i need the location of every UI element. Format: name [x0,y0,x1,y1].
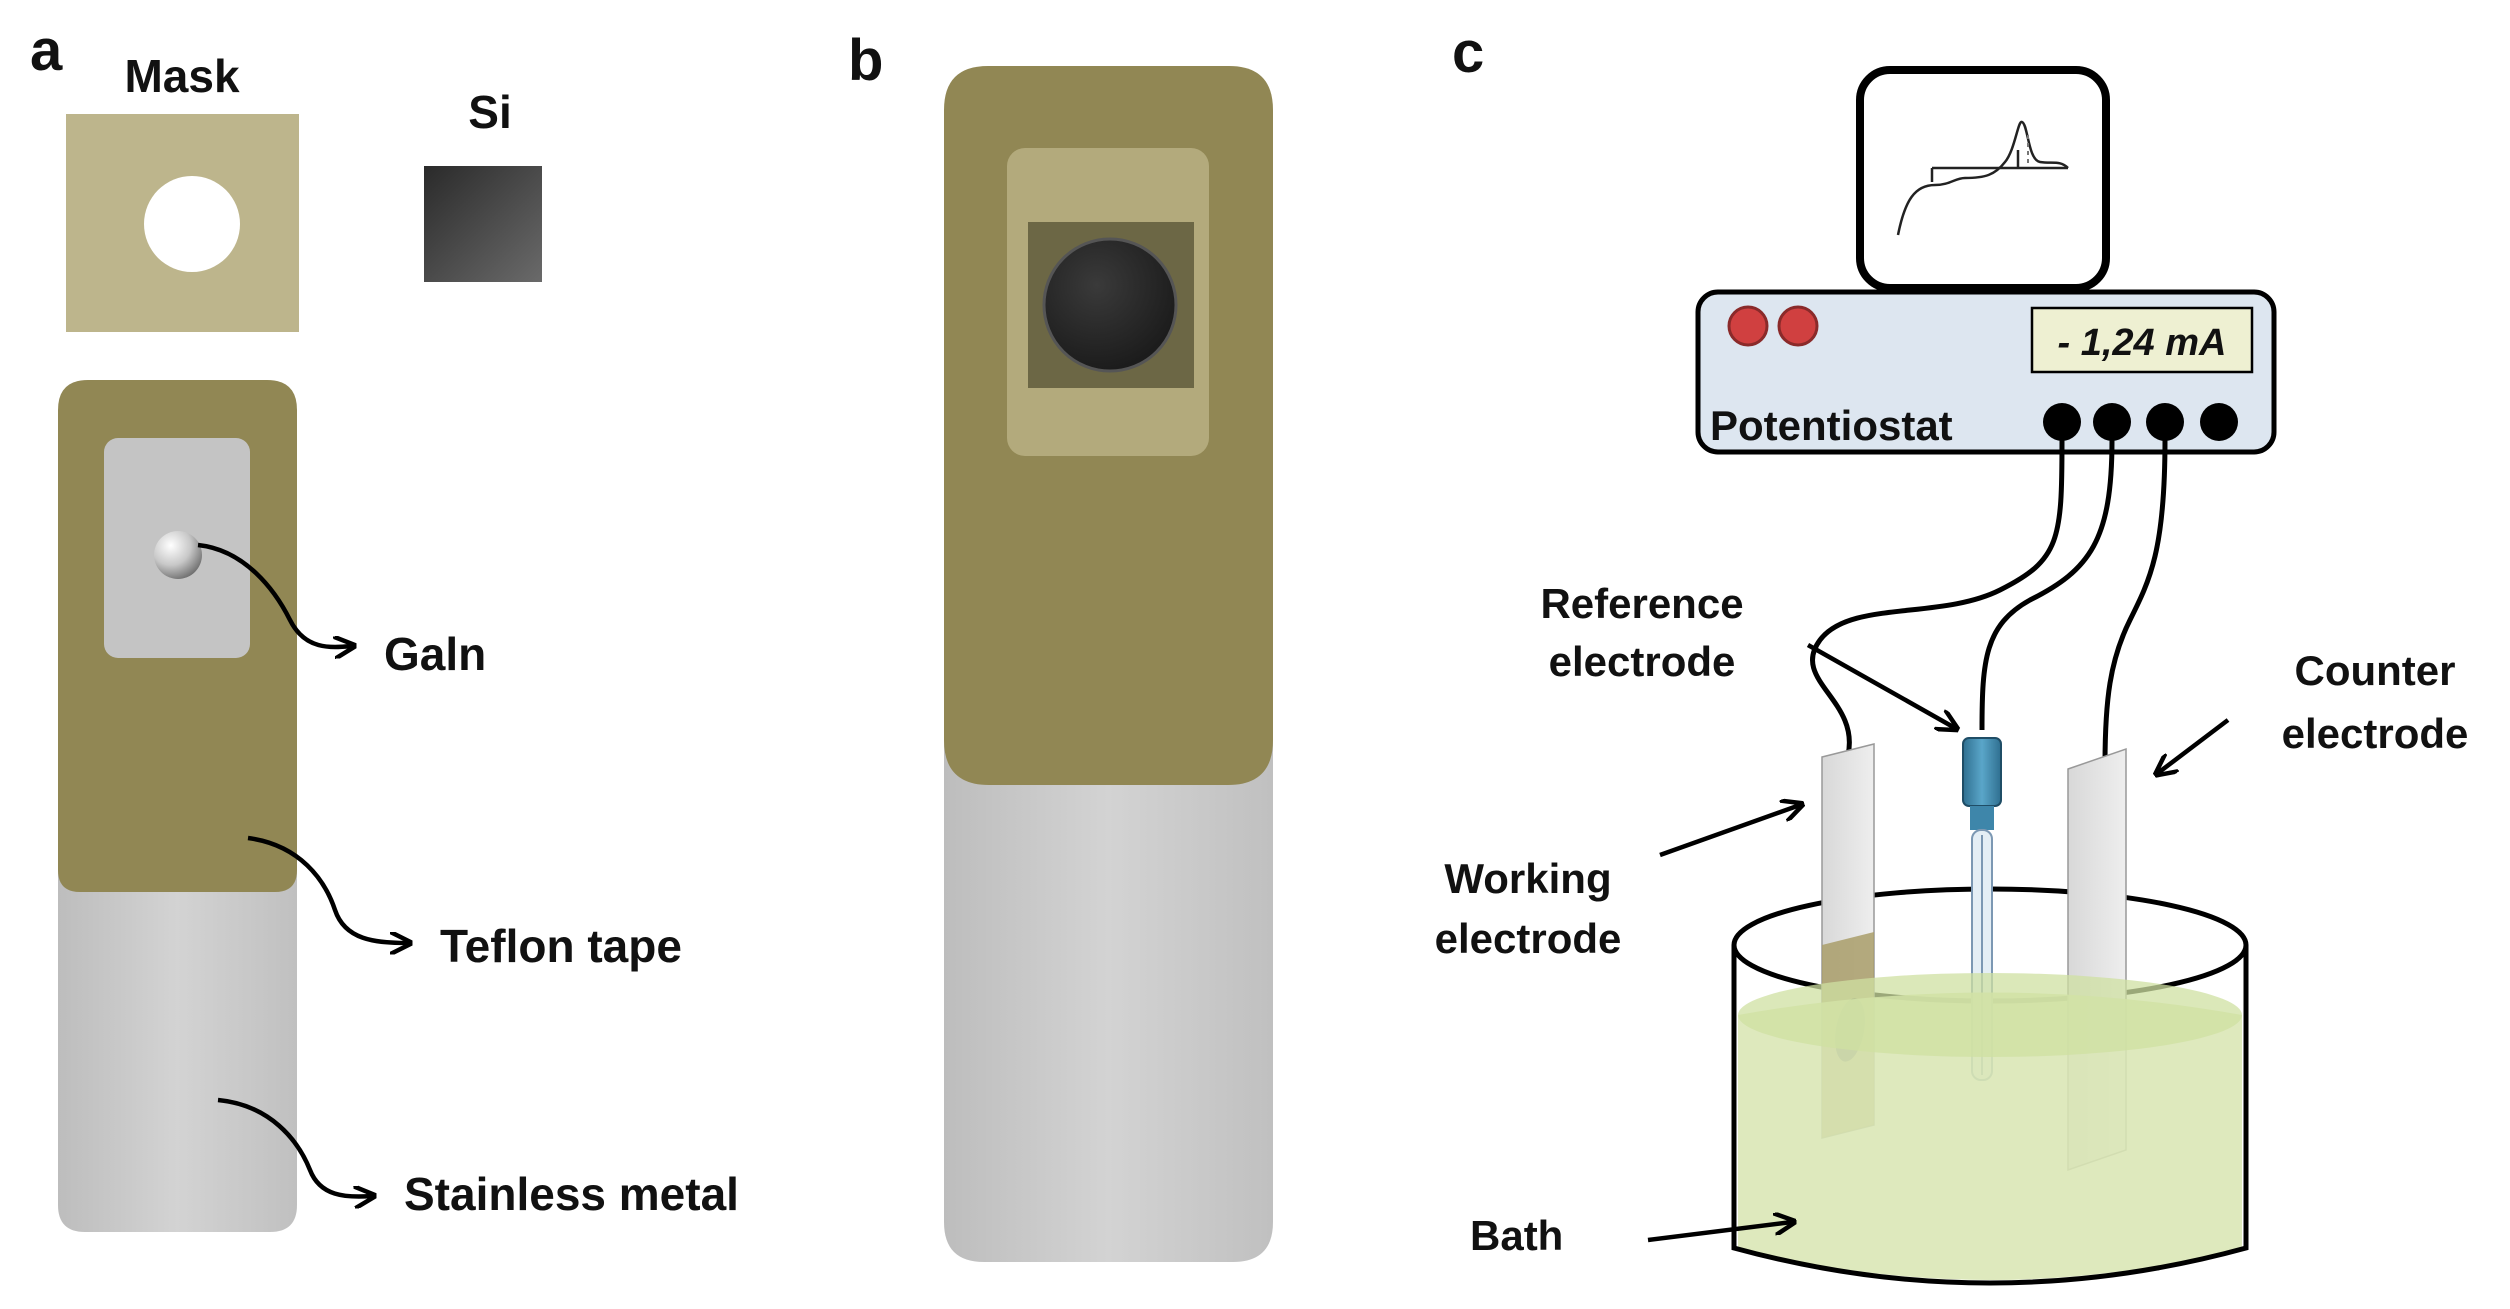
terminal-3 [2146,403,2184,441]
teflon-arrow [247,835,408,943]
gain-label: Galn [384,628,486,680]
mask-hole [144,176,240,272]
panel-a: a Mask Si Galn Teflon tape Stainless met… [30,18,739,1232]
counter-label-line1: Counter [2295,647,2456,694]
reference-label-line2: electrode [1549,638,1736,685]
gain-contact-b [1042,237,1178,373]
wire-working [1810,439,2065,756]
potentiostat-label: Potentiostat [1710,402,1953,449]
mask [66,114,299,332]
stainless-metal-strip [58,870,297,1232]
reference-label-line1: Reference [1540,580,1743,627]
mask-label: Mask [124,50,239,102]
substrate-a [58,380,297,1232]
voltammogram-curve [1896,120,2069,236]
panel-letter-a: a [30,18,63,83]
wire-counter [2102,439,2168,766]
indicator-led-2 [1777,305,1819,347]
stainless-metal-strip-b [944,740,1273,1262]
working-label-line1: Working [1444,855,1611,902]
si-wafer [424,166,542,282]
bath-surface [1738,973,2242,1057]
bath-arrow [1647,1222,1792,1243]
working-arrow [1659,805,1800,858]
si-label: Si [468,86,511,138]
gain-droplet [154,531,202,579]
stainless-arrow [217,1097,372,1197]
current-display [2030,306,2254,374]
potentiostat: - 1,24 mA Potentiostat [1695,289,2277,455]
bath-liquid [1738,992,2242,1280]
panel-b: b [848,28,1273,1262]
beaker-walls [1731,945,2249,1286]
indicator-led-1 [1727,305,1769,347]
teflon-label: Teflon tape [440,920,682,972]
wire-reference [1979,439,2115,731]
current-readout: - 1,24 mA [2058,322,2227,364]
working-label-line2: electrode [1435,915,1622,962]
bath-label: Bath [1470,1212,1563,1259]
monitor [1856,66,2110,292]
gain-arrow [197,542,352,647]
bath [1731,945,2249,1286]
stainless-label: Stainless metal [404,1168,739,1220]
panel-letter-c: c [1452,20,1484,85]
counter-label-line2: electrode [2282,710,2469,757]
panel-c: c - 1,24 mA Potentiostat [1435,20,2469,1286]
counter-arrow [2158,718,2230,773]
terminal-2 [2093,403,2131,441]
terminal-1 [2043,403,2081,441]
panel-letter-b: b [848,28,883,93]
reference-arrow [1806,643,1955,728]
terminal-4 [2200,403,2238,441]
